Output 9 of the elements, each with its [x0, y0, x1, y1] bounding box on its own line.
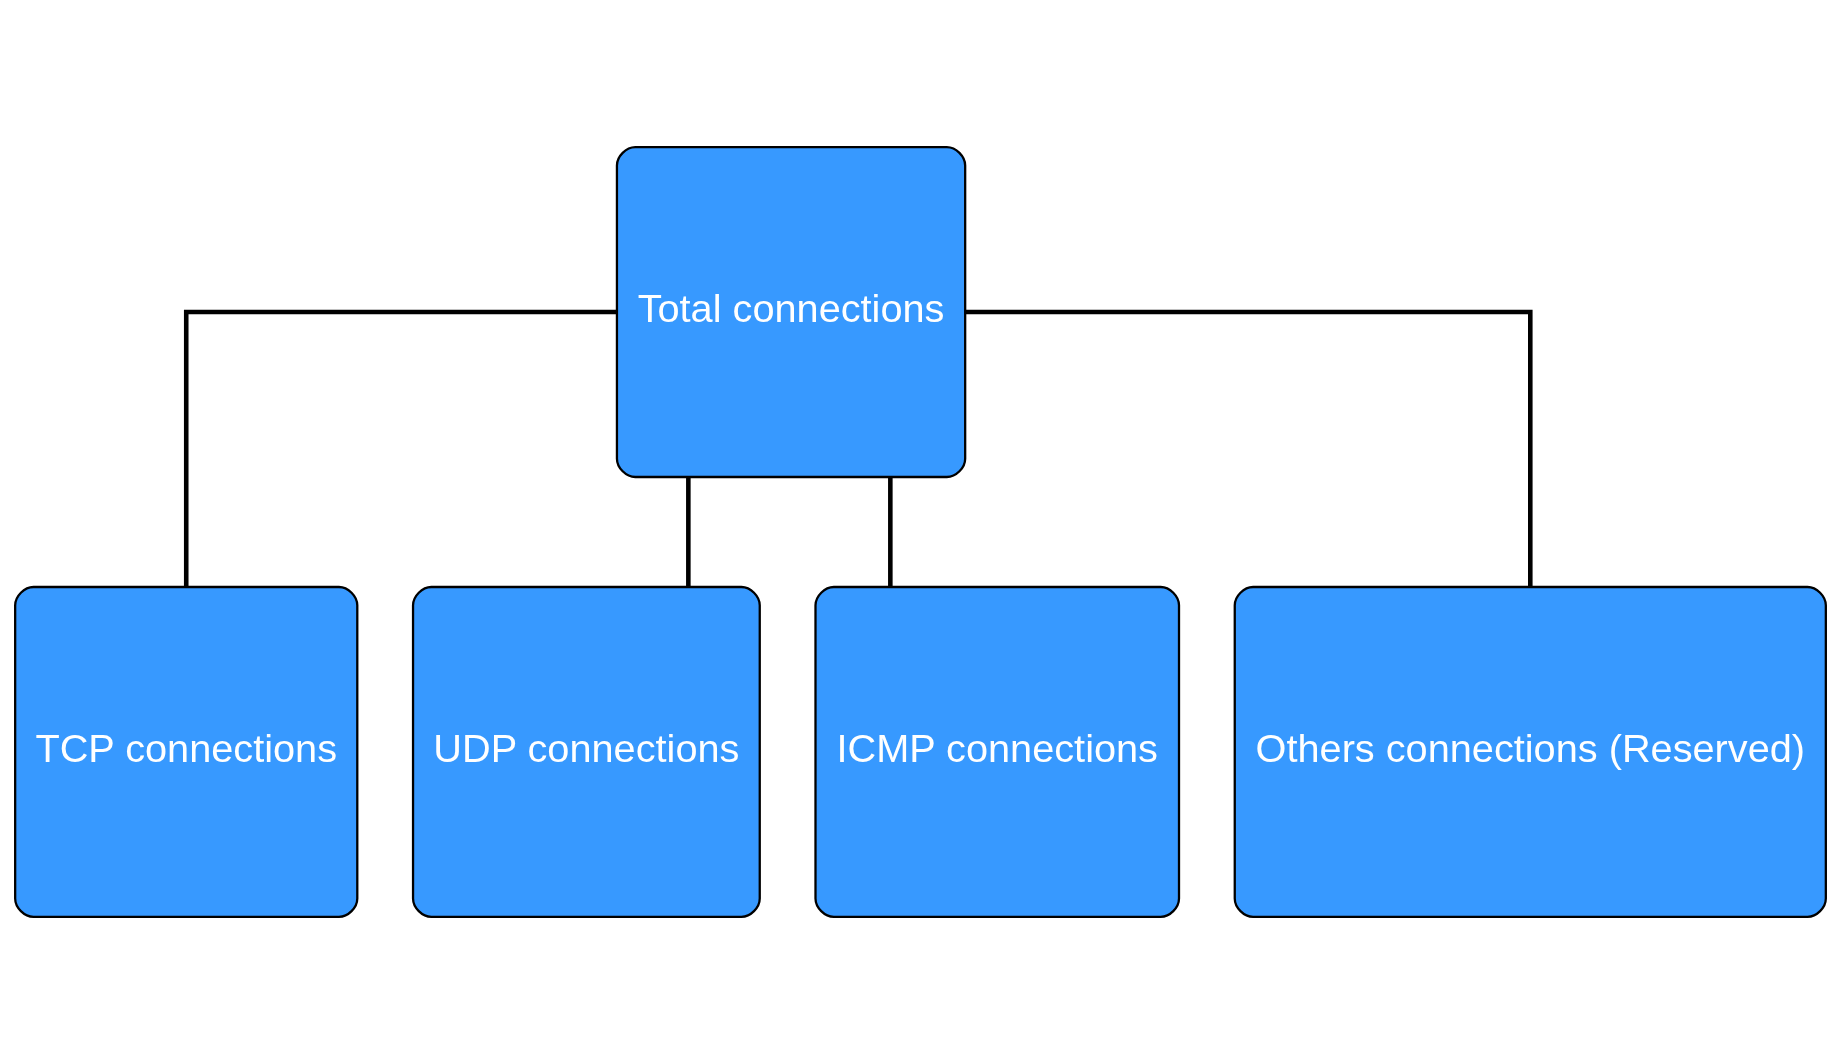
- node-box: TCP connections: [14, 585, 359, 918]
- connector: [888, 476, 893, 587]
- connector: [183, 309, 617, 587]
- node-box: Others connections (Reserved): [1233, 585, 1827, 918]
- node-box: Total connections: [615, 145, 967, 478]
- node-box: ICMP connections: [814, 585, 1181, 918]
- connector: [686, 476, 691, 587]
- connector: [965, 309, 1533, 587]
- node-box: UDP connections: [411, 585, 761, 918]
